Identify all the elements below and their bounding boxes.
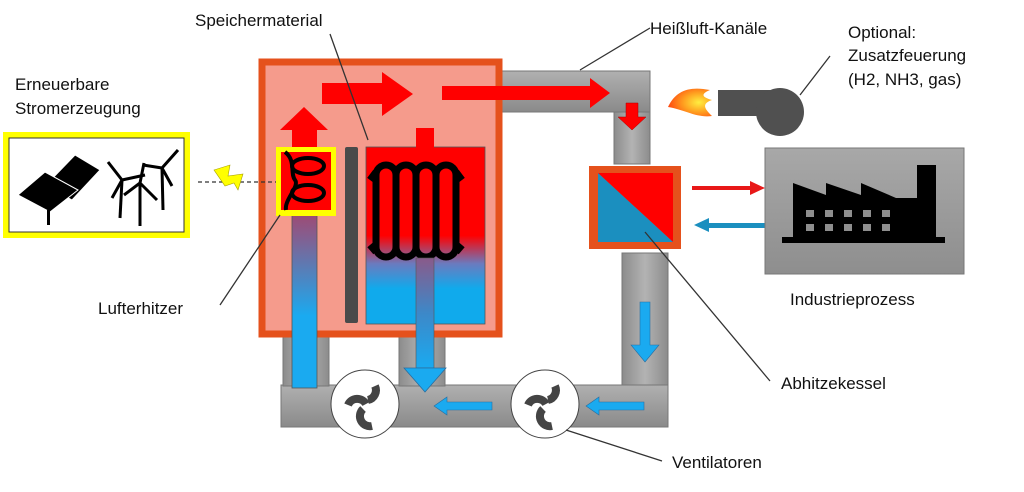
label-renewables-line2: Stromerzeugung [15, 99, 141, 118]
renewables-box [3, 132, 190, 238]
industrial-process [764, 147, 965, 275]
storage-unit [258, 58, 503, 393]
leader-lines [219, 27, 831, 462]
flame-icon [668, 88, 712, 117]
cold-left-arrow-1 [433, 396, 493, 416]
label-optional: Optional: [848, 23, 917, 42]
factory-icon [782, 165, 945, 243]
heater-coil-icon [283, 150, 326, 211]
label-waste-heat-boiler: Abhitzekessel [781, 374, 886, 393]
label-hot-air-ducts: Heißluft-Kanäle [650, 19, 768, 38]
label-fans: Ventilatoren [672, 453, 762, 472]
lightning-icon [213, 164, 244, 191]
heating-coil-icon [367, 161, 465, 261]
solar-panel-icon [17, 154, 101, 225]
storage-material-bar [345, 147, 358, 323]
return-arrow [694, 218, 765, 232]
fan-icon[interactable] [330, 369, 400, 439]
auxiliary-burner [668, 88, 804, 136]
label-industrial-process: Industrieprozess [790, 290, 915, 309]
burner-icon [756, 88, 804, 136]
label-storage-material: Speichermaterial [195, 11, 323, 30]
heat-supply-arrow [692, 181, 765, 195]
air-heater [276, 147, 336, 216]
label-renewables-line1: Erneuerbare [15, 75, 110, 94]
fan-icon[interactable] [510, 369, 580, 439]
label-optional-firing: Zusatzfeuerung [848, 46, 967, 65]
cold-left-arrow-2 [585, 396, 645, 416]
waste-heat-boiler [589, 166, 681, 249]
label-air-heater: Lufterhitzer [98, 299, 184, 318]
hot-air-arrow [322, 72, 413, 116]
wind-turbine-icon [106, 149, 180, 226]
label-fuels: (H2, NH3, gas) [848, 70, 962, 89]
cold-down-arrow [630, 301, 660, 363]
duct-hot-down-arrow [617, 102, 647, 131]
duct-hot-arrow [442, 78, 610, 108]
